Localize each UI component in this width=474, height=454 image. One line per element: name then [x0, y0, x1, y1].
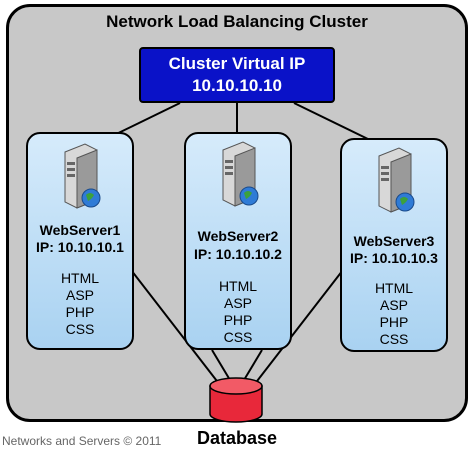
cluster-title: Network Load Balancing Cluster	[106, 12, 368, 31]
server-icon	[64, 143, 101, 209]
vip-title: Cluster Virtual IP	[168, 54, 306, 73]
copyright-text: Networks and Servers © 2011	[2, 434, 162, 448]
server-name: WebServer1	[39, 222, 121, 238]
webserver-1-box: WebServer1 IP: 10.10.10.1 HTML ASP PHP C…	[26, 132, 134, 350]
server-icon	[378, 147, 415, 213]
server-icon	[222, 141, 259, 207]
tech-item: ASP	[379, 297, 408, 313]
tech-item: PHP	[65, 304, 95, 320]
vip-address: 10.10.10.10	[192, 76, 282, 95]
server-ip: IP: 10.10.10.3	[350, 250, 438, 266]
link-vip-server3	[293, 102, 371, 141]
tech-item: HTML	[60, 270, 100, 286]
tech-item: CSS	[65, 321, 95, 337]
server-ip: IP: 10.10.10.2	[194, 246, 282, 262]
tech-item: ASP	[223, 295, 252, 311]
tech-item: PHP	[223, 312, 253, 328]
cluster-virtual-ip-box: Cluster Virtual IP 10.10.10.10	[139, 47, 335, 103]
tech-item: PHP	[379, 314, 409, 330]
tech-item: HTML	[374, 280, 414, 296]
webserver-2-box: WebServer2 IP: 10.10.10.2 HTML ASP PHP C…	[184, 132, 292, 350]
tech-item: CSS	[379, 331, 409, 347]
link-server2-db-left	[211, 349, 231, 381]
server-name: WebServer2	[197, 228, 279, 244]
database-label: Database	[196, 428, 278, 448]
tech-item: ASP	[65, 287, 94, 303]
tech-item: HTML	[218, 278, 258, 294]
database-icon	[209, 377, 263, 423]
webserver-3-box: WebServer3 IP: 10.10.10.3 HTML ASP PHP C…	[340, 138, 448, 352]
server-ip: IP: 10.10.10.1	[36, 239, 124, 255]
server-name: WebServer3	[353, 233, 435, 249]
link-server2-db-right	[243, 349, 263, 381]
tech-item: CSS	[223, 329, 253, 345]
